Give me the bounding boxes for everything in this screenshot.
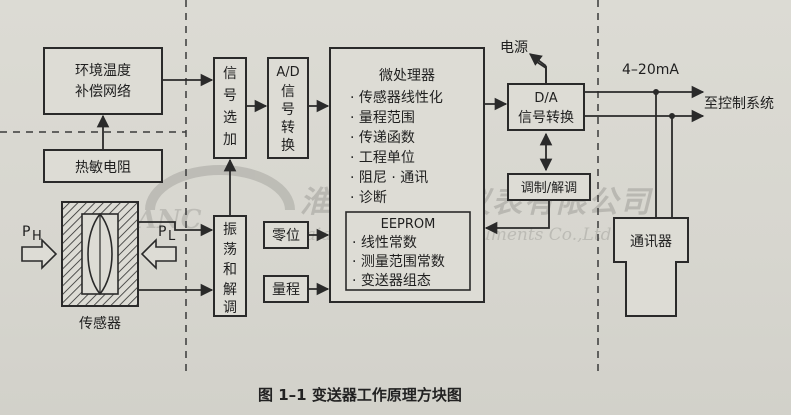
da-label: 信号转换 xyxy=(518,109,574,126)
signal-select-c2: 号 xyxy=(223,88,237,104)
mcu-item-3: · 传递函数 xyxy=(350,130,415,146)
arrow-modem-to-mcu xyxy=(484,200,550,235)
ad-c2: 号 xyxy=(281,102,295,118)
comm-label: 通讯器 xyxy=(630,234,672,250)
sensor-label: 传感器 xyxy=(79,315,121,332)
signal-select-c1: 信 xyxy=(223,66,237,82)
thermistor-label: 热敏电阻 xyxy=(75,160,131,176)
pl-sub: L xyxy=(168,229,176,244)
arrow-ph-icon xyxy=(21,238,58,270)
eeprom-item-1: · 线性常数 xyxy=(352,235,417,251)
arrow-to-power xyxy=(528,53,547,67)
to-control-label: 至控制系统 xyxy=(704,96,774,112)
osc-c2: 荡 xyxy=(223,242,237,258)
ad-c4: 换 xyxy=(281,137,295,154)
oscillate-block xyxy=(213,215,247,317)
ad-title: A/D xyxy=(276,65,299,80)
signal-select-c4: 加 xyxy=(223,132,237,148)
env-temp-label-2: 补偿网络 xyxy=(75,84,131,100)
signal-select-block xyxy=(213,57,247,159)
osc-c1: 振 xyxy=(223,222,237,238)
osc-c3: 和 xyxy=(223,262,237,278)
eeprom-item-2: · 测量范围常数 xyxy=(352,253,445,270)
eeprom-title: EEPROM xyxy=(381,217,436,232)
ph-label: P xyxy=(22,224,30,240)
arrow-sensor-to-osc xyxy=(138,221,214,237)
arrow-pl-icon xyxy=(140,238,177,270)
sensor-drawing xyxy=(61,201,139,307)
mcu-item-6: · 诊断 xyxy=(350,190,387,206)
modem-label: 调制/解调 xyxy=(521,181,577,196)
ad-c3: 转 xyxy=(281,120,295,136)
da-title: D/A xyxy=(534,91,557,106)
communicator-block xyxy=(613,217,689,317)
power-label: 电源 xyxy=(500,40,528,56)
ph-sub: H xyxy=(32,229,42,244)
pl-label: P xyxy=(158,224,166,240)
ad-c1: 信 xyxy=(281,84,295,100)
current-label: 4–20mA xyxy=(622,62,679,78)
env-temp-block xyxy=(43,47,163,115)
modem-block xyxy=(507,173,591,201)
osc-c4: 解 xyxy=(223,282,237,298)
ad-block xyxy=(267,57,309,159)
signal-select-c3: 选 xyxy=(223,110,237,126)
osc-c5: 调 xyxy=(223,300,237,316)
mcu-item-1: · 传感器线性化 xyxy=(350,89,443,106)
eeprom-block xyxy=(345,211,471,291)
zero-label: 零位 xyxy=(272,228,300,244)
figure-caption: 图 1–1 变送器工作原理方块图 xyxy=(258,386,462,404)
env-temp-label-1: 环境温度 xyxy=(75,63,131,79)
range-label: 量程 xyxy=(272,282,300,298)
eeprom-item-3: · 变送器组态 xyxy=(352,273,431,289)
mcu-item-4: · 工程单位 xyxy=(350,150,415,166)
mcu-block xyxy=(329,47,485,303)
mcu-title: 微处理器 xyxy=(379,68,435,84)
mcu-item-2: · 量程范围 xyxy=(350,109,415,126)
mcu-item-5: · 阻尼 · 通讯 xyxy=(350,170,428,186)
